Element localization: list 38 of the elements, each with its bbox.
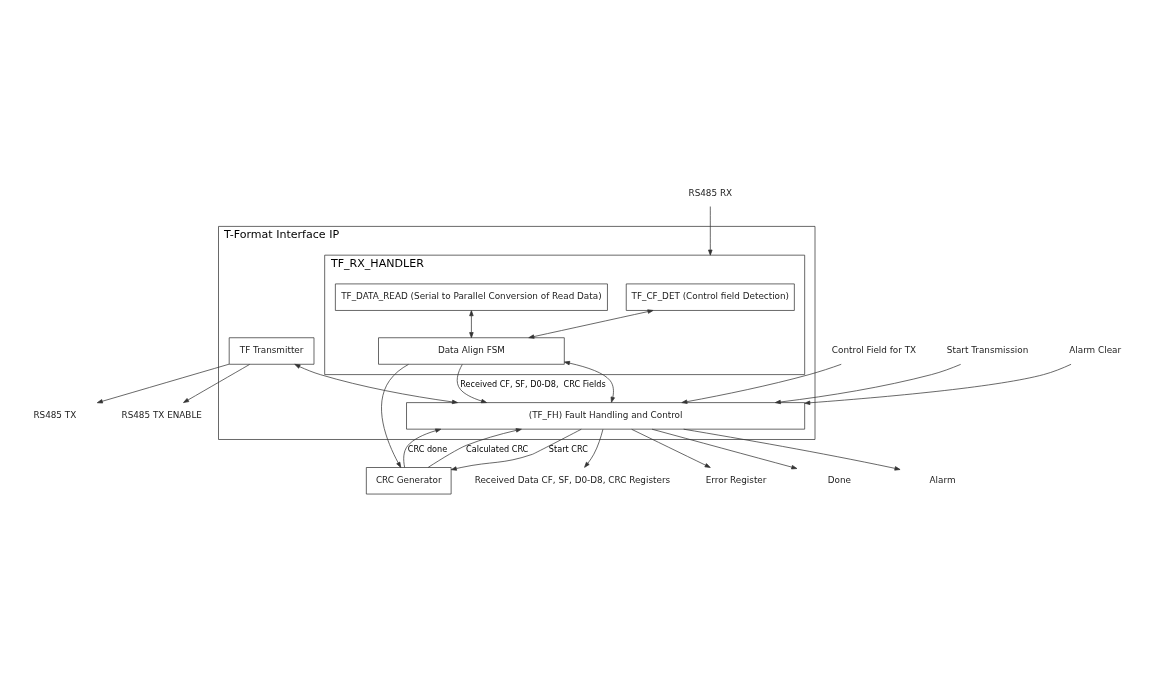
arrow: [804, 363, 1072, 405]
arrow: [564, 360, 615, 403]
node-box: TF_CF_DET (Control field Detection): [625, 283, 795, 311]
arrow: [96, 363, 230, 403]
node-box: Data Align FSM: [378, 336, 565, 365]
node-text: Control Field for TX: [831, 344, 917, 355]
node-text: Alarm Clear: [1069, 344, 1122, 355]
arrow: [631, 428, 711, 468]
node-text: RS485 TX: [33, 409, 77, 420]
edge-label: Start CRC: [548, 443, 588, 454]
arrow: [681, 363, 842, 404]
arrow: [381, 363, 409, 468]
node-text: Alarm: [929, 474, 956, 485]
arrow: [450, 428, 582, 471]
arrow: [183, 363, 250, 403]
arrow: [403, 428, 442, 468]
arrow: [774, 363, 962, 404]
arrow: [528, 308, 654, 339]
arrow: [427, 427, 522, 468]
node-box: CRC Generator: [365, 466, 452, 494]
node-text: Error Register: [705, 474, 767, 485]
arrow: [651, 428, 798, 469]
node-text: RS485 TX ENABLE: [121, 409, 202, 420]
arrow: [584, 428, 604, 468]
arrow: [456, 363, 487, 403]
arrow: [683, 428, 901, 470]
node-text: Received Data CF, SF, D0-D8, CRC Registers: [474, 474, 671, 485]
edge-label: Received CF, SF, D0-D8, CRC Fields: [460, 378, 606, 389]
arrow: [294, 363, 458, 404]
node-text: Start Transmission: [946, 344, 1029, 355]
node-text: Done: [827, 474, 851, 485]
edge-label: Calculated CRC: [466, 443, 529, 454]
edge-label: CRC done: [407, 443, 448, 454]
node-box: TF_DATA_READ (Serial to Parallel Conversion of Read Data): [335, 283, 608, 311]
arrow: [708, 205, 713, 256]
node-box: TF Transmitter: [228, 336, 315, 365]
node-text: RS485 RX: [688, 187, 733, 198]
arrow: [469, 309, 474, 338]
